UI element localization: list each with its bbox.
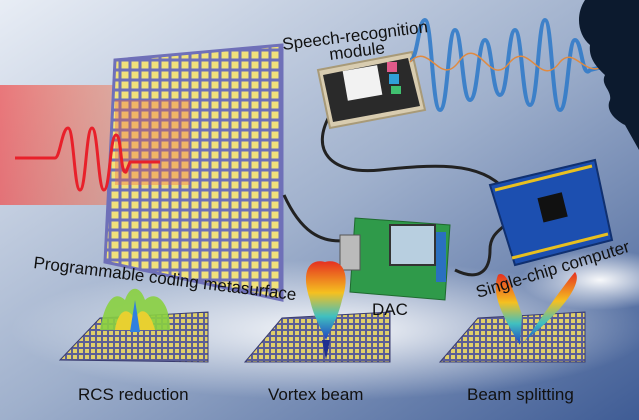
beam-splitting-panel — [438, 272, 586, 363]
programmable-metasurface — [103, 43, 284, 302]
single-chip-computer-board — [488, 158, 614, 267]
speech-carrier-wave — [409, 52, 606, 72]
speaker-face-silhouette — [578, 0, 639, 150]
vortex-beam-panel — [243, 261, 391, 363]
speech-recognition-module — [316, 50, 427, 130]
dac-label: DAC — [372, 300, 408, 319]
cable-speech-to-mcu — [320, 114, 507, 191]
beam-splitting-label: Beam splitting — [467, 385, 574, 404]
cloud-puff — [520, 250, 639, 310]
vortex-beam-label: Vortex beam — [268, 385, 363, 404]
dac-board — [339, 217, 451, 301]
cable-dac-to-mcu — [454, 223, 507, 277]
speech-wave — [408, 17, 611, 113]
rcs-reduction-label: RCS reduction — [78, 385, 189, 404]
rcs-reduction-panel — [58, 288, 209, 363]
incident-wave — [15, 126, 160, 192]
